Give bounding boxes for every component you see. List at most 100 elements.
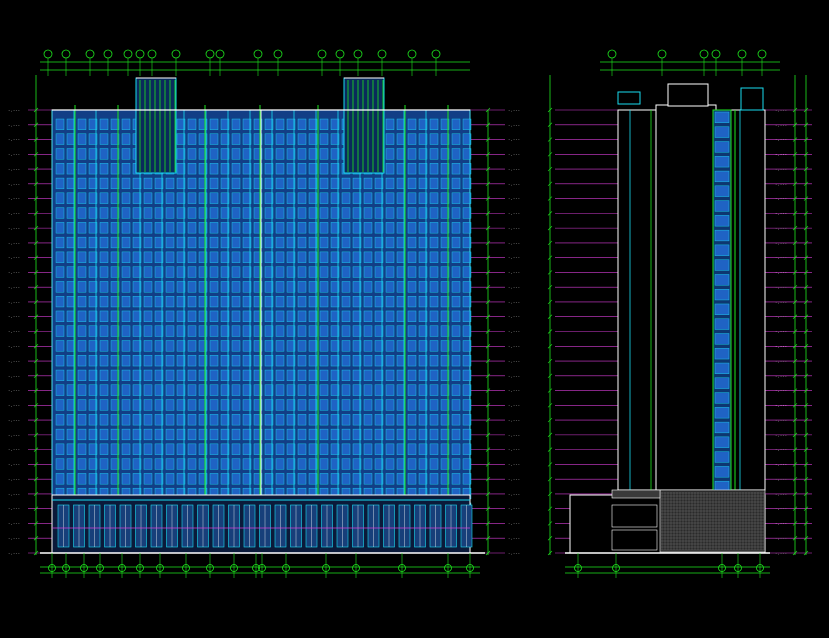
dimension-tick <box>803 107 809 113</box>
window-cell <box>121 148 131 160</box>
window-cell <box>363 414 373 426</box>
window-cell <box>165 310 175 322</box>
side-window <box>714 156 730 168</box>
window-cell <box>330 325 340 337</box>
window-cell <box>374 355 384 367</box>
window-cell <box>341 458 351 470</box>
window-cell <box>88 443 98 455</box>
window-cell <box>154 296 164 308</box>
window-cell <box>198 118 208 130</box>
window-cell <box>429 118 439 130</box>
window-cell <box>286 207 296 219</box>
dimension-tick <box>33 417 39 423</box>
window-cell <box>275 310 285 322</box>
window-cell <box>319 163 329 175</box>
side-roof-left <box>617 91 641 105</box>
window-cell <box>440 384 450 396</box>
window-cell <box>99 355 109 367</box>
window-cell <box>451 118 461 130</box>
window-cell <box>198 310 208 322</box>
dimension-tick <box>33 521 39 526</box>
window-cell <box>253 369 263 381</box>
window-cell <box>440 133 450 145</box>
level-label: -.--- <box>775 108 787 113</box>
window-cell <box>77 163 87 175</box>
window-cell <box>374 384 384 396</box>
window-cell <box>165 458 175 470</box>
dimension-tick <box>803 255 809 260</box>
window-cell <box>264 222 274 234</box>
window-cell <box>330 428 340 441</box>
window-cell <box>352 281 362 293</box>
side-window <box>714 126 730 138</box>
grid-bubble-top <box>377 49 387 59</box>
window-cell <box>264 369 274 381</box>
window-cell <box>352 369 362 381</box>
dimension-tick <box>547 152 553 157</box>
dimension-tick <box>803 491 809 497</box>
window-cell <box>286 325 296 337</box>
side-window <box>714 170 730 183</box>
window-cell <box>429 428 439 441</box>
window-cell <box>341 177 351 190</box>
level-label: -.--- <box>775 122 787 127</box>
window-cell <box>220 251 230 263</box>
level-label: -.--- <box>508 240 520 245</box>
window-cell <box>242 163 252 175</box>
window-cell <box>330 192 340 204</box>
window-cell <box>462 236 472 249</box>
window-cell <box>374 443 384 455</box>
window-cell <box>187 133 197 145</box>
dimension-tick <box>547 447 553 452</box>
window-cell <box>99 163 109 175</box>
window-cell <box>88 458 98 470</box>
window-cell <box>209 133 219 145</box>
window-cell <box>55 399 65 411</box>
window-cell <box>209 296 219 308</box>
window-cell <box>165 192 175 204</box>
dimension-tick <box>792 358 798 364</box>
window-cell <box>451 458 461 470</box>
window-cell <box>187 428 197 441</box>
window-cell <box>286 222 296 234</box>
window-cell <box>220 177 230 190</box>
window-cell <box>209 222 219 234</box>
dimension-tick <box>547 122 553 127</box>
window-cell <box>451 325 461 337</box>
level-label: -.--- <box>8 403 20 408</box>
window-cell <box>55 192 65 204</box>
level-label: -.--- <box>8 506 20 511</box>
window-cell <box>451 281 461 293</box>
window-cell <box>418 473 428 485</box>
window-cell <box>88 296 98 308</box>
window-cell <box>297 281 307 293</box>
window-cell <box>297 458 307 470</box>
window-cell <box>209 266 219 278</box>
dimension-tick <box>803 417 809 423</box>
window-cell <box>286 281 296 293</box>
window-cell <box>418 177 428 190</box>
side-window <box>714 141 730 153</box>
grid-bubble-top <box>85 49 95 59</box>
window-cell <box>407 163 417 175</box>
window-cell <box>253 355 263 367</box>
window-cell <box>110 222 120 234</box>
window-cell <box>319 266 329 278</box>
window-cell <box>341 310 351 322</box>
window-cell <box>462 251 472 263</box>
window-cell <box>385 207 395 219</box>
window-cell <box>341 473 351 485</box>
window-cell <box>429 414 439 426</box>
window-cell <box>319 207 329 219</box>
window-cell <box>176 207 186 219</box>
window-cell <box>297 177 307 190</box>
window-cell <box>451 148 461 160</box>
window-cell <box>242 355 252 367</box>
window-cell <box>363 369 373 381</box>
window-cell <box>55 325 65 337</box>
window-cell <box>154 281 164 293</box>
level-label: -.--- <box>8 240 20 245</box>
window-cell <box>385 118 395 130</box>
window-cell <box>275 281 285 293</box>
window-cell <box>231 281 241 293</box>
